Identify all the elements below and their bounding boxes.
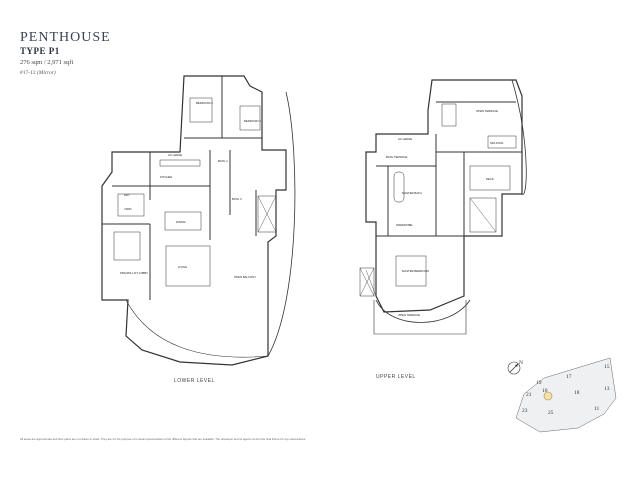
room-bath4: BATH 4 xyxy=(218,159,228,163)
page-title: PENTHOUSE xyxy=(20,30,111,45)
room-open-balcony: OPEN BALCONY xyxy=(234,275,256,279)
upper-level-plan xyxy=(359,79,527,335)
block-25: 25 xyxy=(548,410,554,416)
disclaimer: All areas are approximate and floor plan… xyxy=(20,437,306,441)
room-yard: YARD xyxy=(124,207,132,211)
block-10: 10 xyxy=(542,388,548,394)
block-23: 23 xyxy=(522,408,528,414)
unit-area: 276 sqm / 2,971 sqft xyxy=(20,59,74,66)
room-wardrobe: WARDROBE xyxy=(396,223,413,227)
room-bedroom4: BEDROOM 4 xyxy=(196,101,213,105)
room-kitchen: KITCHEN xyxy=(160,175,172,179)
room-open-terrace-top: OPEN TERRACE xyxy=(476,109,498,113)
compass-icon: N xyxy=(507,360,523,375)
room-bath3: BATH 3 xyxy=(232,197,242,201)
block-11: 11 xyxy=(594,406,600,412)
lower-level-plan xyxy=(101,75,296,366)
room-bedroom3: BEDROOM 3 xyxy=(244,119,261,123)
site-outline xyxy=(515,357,617,433)
block-19: 19 xyxy=(536,380,542,386)
room-ac-ledge: AC LEDGE xyxy=(168,153,182,157)
room-ac-ledge-upper: AC LEDGE xyxy=(398,137,412,141)
upper-level-labels: AC LEDGE OPEN TERRACE BATH TERRACE MASTE… xyxy=(386,109,504,317)
room-living: LIVING xyxy=(178,265,187,269)
room-dry: DRY xyxy=(124,193,130,197)
room-dining: DINING xyxy=(176,220,186,224)
room-master-bedroom: MASTER BEDROOM xyxy=(402,269,430,273)
block-18: 18 xyxy=(574,390,580,396)
block-13: 13 xyxy=(604,386,610,392)
room-master-bath: MASTER BATH xyxy=(402,191,422,195)
block-21: 21 xyxy=(526,392,532,398)
room-spa-pool: SPA POOL xyxy=(490,141,504,145)
highlighted-block xyxy=(543,391,553,401)
key-plan: N 15 17 13 19 11 21 23 25 10 18 xyxy=(507,357,617,433)
unit-type: TYPE P1 xyxy=(20,46,60,56)
room-private-lift-lobby: PRIVATE LIFT LOBBY xyxy=(120,271,148,275)
room-deck: DECK xyxy=(486,177,494,181)
block-17: 17 xyxy=(566,374,572,380)
lower-level-labels: BEDROOM 4 BEDROOM 3 AC LEDGE KITCHEN DRY… xyxy=(120,101,261,279)
room-open-terrace: OPEN TERRACE xyxy=(398,313,420,317)
unit-numbers: #17-12 (Mirror) xyxy=(20,70,56,76)
upper-level-label: UPPER LEVEL xyxy=(376,374,416,380)
block-numbers: 15 17 13 19 11 21 23 25 10 18 xyxy=(522,364,610,416)
unit-number-text: #17-12 xyxy=(20,70,37,76)
compass-north-label: N xyxy=(519,360,523,366)
block-15: 15 xyxy=(604,364,610,370)
lower-level-label: LOWER LEVEL xyxy=(174,378,215,384)
unit-mirror-note: (Mirror) xyxy=(36,70,56,76)
room-bath-terrace: BATH TERRACE xyxy=(386,155,407,159)
